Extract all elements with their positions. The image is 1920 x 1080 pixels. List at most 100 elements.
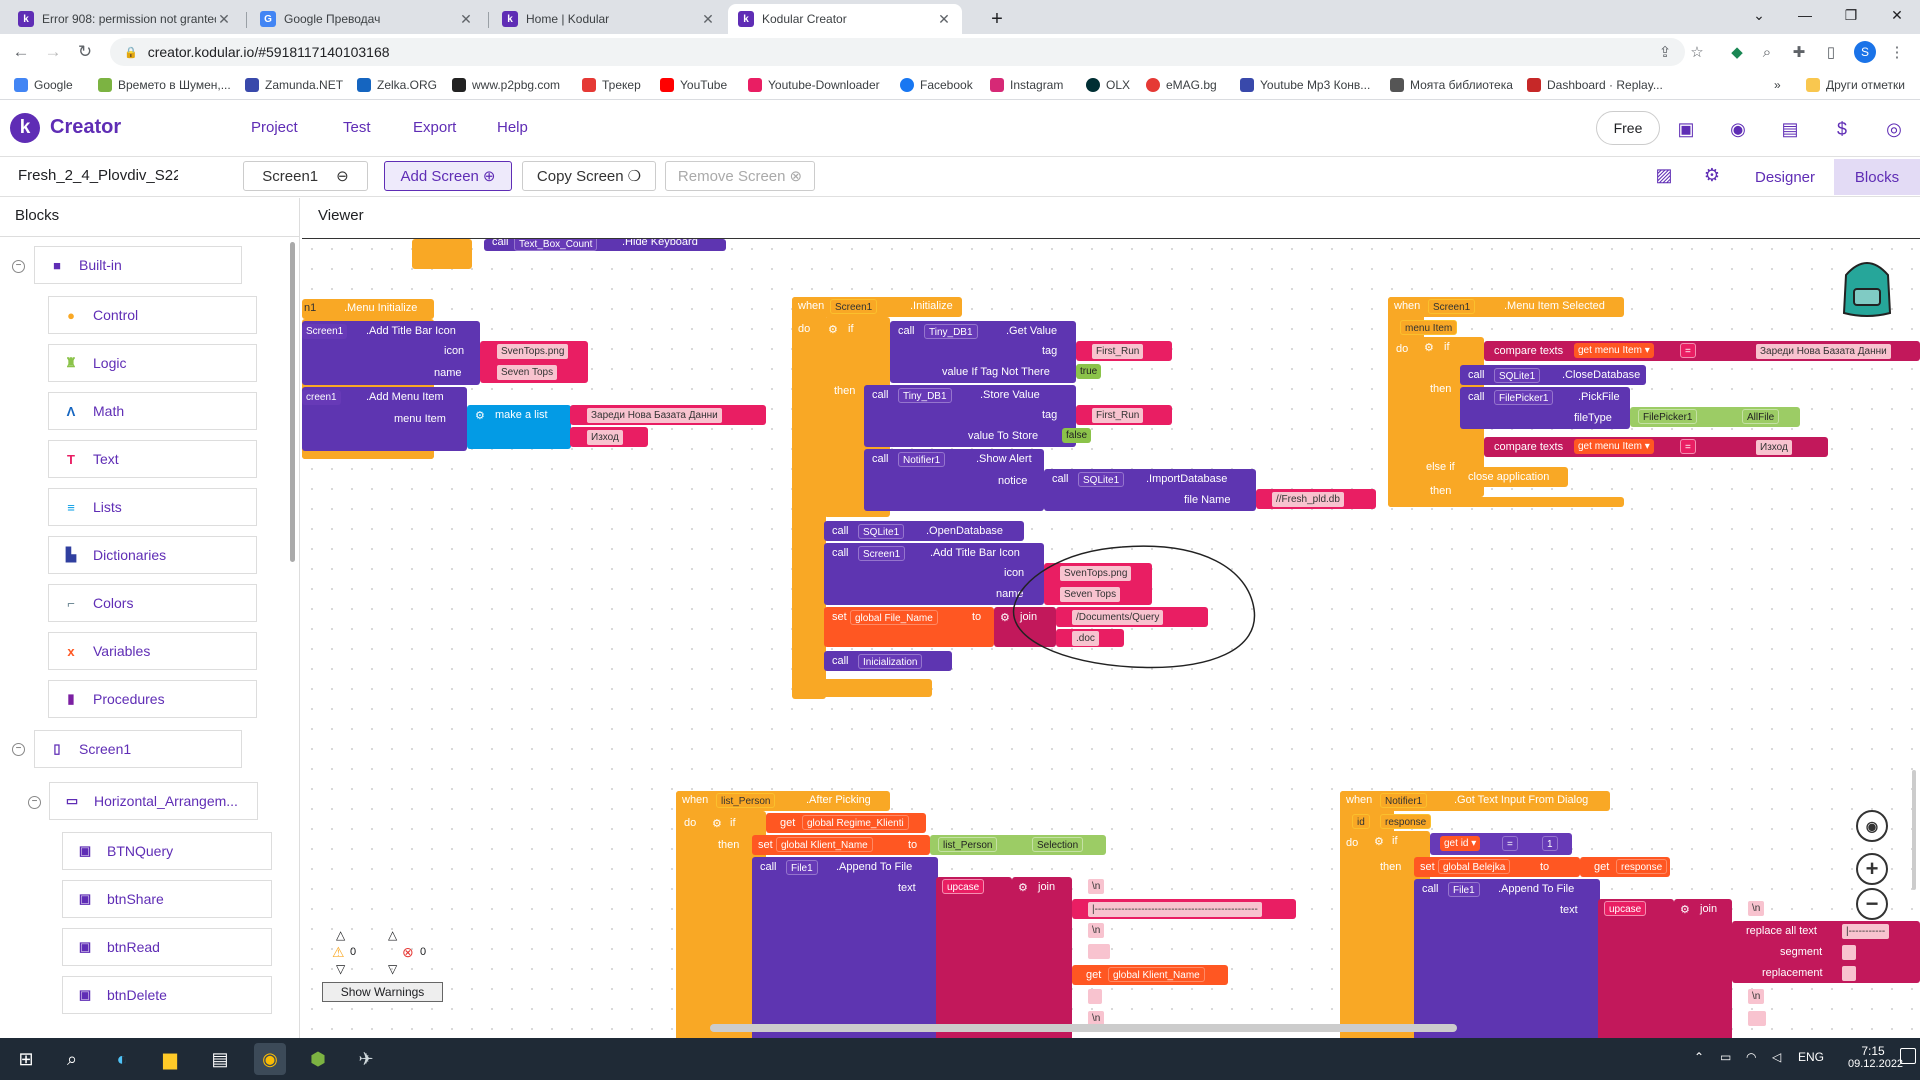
zoom-out-icon[interactable]: − [1856, 888, 1888, 920]
show-alert-block[interactable]: call Notifier1 .Show Alert notice [864, 449, 1044, 511]
true-block[interactable]: true [1076, 364, 1102, 379]
text-value[interactable]: .doc [1072, 631, 1099, 646]
bookmark-item[interactable]: YouTube [660, 76, 727, 94]
event-block[interactable]: n1 .Menu Initialize [302, 299, 434, 319]
open-db-block[interactable]: call SQLite1 .OpenDatabase [824, 521, 1024, 541]
designer-button[interactable]: Designer [1754, 168, 1816, 186]
book-icon[interactable]: ▤ [1781, 118, 1799, 139]
magnifier-icon[interactable]: ⌕ [1762, 43, 1772, 61]
menu-test[interactable]: Test [343, 119, 371, 136]
file-explorer-icon[interactable]: ▆ [163, 1048, 177, 1069]
forward-icon[interactable]: → [44, 42, 62, 61]
share-icon[interactable]: ⇪ [1658, 44, 1672, 61]
remove-screen-button[interactable]: Remove Screen⊗ [665, 161, 815, 191]
text-value[interactable]: |---------------------------------------… [1088, 902, 1262, 917]
bookmark-item[interactable]: Google [14, 76, 73, 94]
text-value[interactable]: \n [1748, 989, 1765, 1004]
get-variable-block[interactable]: get response [1580, 857, 1670, 877]
free-plan-button[interactable]: Free [1596, 111, 1660, 145]
join-block[interactable]: ⚙ join [1012, 877, 1072, 1038]
show-warnings-button[interactable]: Show Warnings [322, 982, 443, 1002]
kodular-app-icon[interactable]: ⬢ [310, 1048, 326, 1069]
tree-lists[interactable]: ≡Lists [48, 488, 257, 526]
kebab-menu-icon[interactable]: ⋮ [1889, 44, 1905, 61]
close-icon[interactable]: ✕ [218, 10, 230, 27]
close-icon[interactable]: ✕ [460, 10, 472, 27]
edge-icon[interactable]: ◐ [116, 1048, 128, 1069]
event-block[interactable]: when Screen1 .Initialize [792, 297, 962, 317]
text-value[interactable]: Seven Tops [497, 365, 558, 380]
text-value[interactable]: \n [1748, 901, 1765, 916]
new-tab-button[interactable]: + [991, 7, 1003, 30]
join-block[interactable]: ⚙ join [994, 607, 1056, 647]
text-value[interactable]: |----------- [1842, 924, 1890, 939]
text-value[interactable]: Изход [587, 430, 623, 445]
bookmark-item[interactable]: Youtube-Downloader [748, 76, 880, 94]
event-block[interactable]: when Notifier1 .Got Text Input From Dial… [1340, 791, 1610, 811]
tree-procedures[interactable]: ▮Procedures [48, 680, 257, 718]
import-db-block[interactable]: call SQLite1 .ImportDatabase file Name [1044, 469, 1256, 511]
bookmark-item[interactable]: Времето в Шумен,... [98, 76, 231, 94]
bookmark-item[interactable]: www.p2pbg.com [452, 76, 560, 94]
profile-avatar[interactable]: S [1854, 41, 1876, 63]
bookmark-item[interactable]: Dashboard · Replay... [1527, 76, 1663, 94]
chevron-down-icon[interactable]: ▽ [336, 962, 346, 976]
backpack-icon[interactable] [1832, 251, 1902, 321]
compare-block[interactable]: get id ▾ = 1 [1430, 833, 1572, 855]
text-value[interactable] [1842, 966, 1856, 981]
text-value[interactable]: //Fresh_pld.db [1272, 492, 1344, 507]
close-icon[interactable]: ✕ [702, 10, 714, 27]
palette-icon[interactable]: ◉ [1730, 118, 1746, 139]
get-variable-block[interactable]: get global Regime_Klienti [766, 813, 926, 833]
text-value[interactable]: Зареди Нова Базата Данни [587, 408, 722, 423]
recenter-icon[interactable]: ◉ [1856, 810, 1888, 842]
get-value-block[interactable]: call Tiny_DB1 .Get Value tag value If Ta… [890, 321, 1076, 383]
set-variable-block[interactable]: set global Klient_Name to [752, 835, 930, 855]
zoom-in-icon[interactable]: + [1856, 853, 1888, 885]
add-title-icon-block[interactable]: call Screen1 .Add Title Bar Icon icon na… [824, 543, 1044, 605]
event-param[interactable]: response [1380, 814, 1432, 829]
scrollbar[interactable] [1912, 770, 1916, 890]
bookmark-item[interactable]: Instagram [990, 76, 1063, 94]
clock[interactable]: 7:15 09.12.2022 [1848, 1044, 1903, 1070]
text-value[interactable]: \n [1088, 1011, 1105, 1026]
collapse-toggle[interactable]: − [12, 743, 25, 756]
text-value[interactable]: SvenTops.png [497, 344, 569, 359]
blocks-button[interactable]: Blocks [1834, 159, 1920, 195]
text-value[interactable]: \n [1088, 923, 1105, 938]
call-block[interactable]: call Text_Box_Count .Hide Keyboard [484, 239, 726, 251]
bookmarks-overflow[interactable]: » [1774, 78, 1781, 92]
browser-tab-2[interactable]: G Google Преводач ✕ [250, 4, 484, 34]
screen-select[interactable]: Screen1⊖ [243, 161, 368, 191]
browser-tab-4[interactable]: k Kodular Creator ✕ [728, 4, 962, 34]
tree-component[interactable]: ▣btnDelete [62, 976, 272, 1014]
text-value[interactable] [1088, 944, 1110, 959]
side-panel-icon[interactable]: ▯ [1826, 44, 1836, 61]
text-value[interactable]: \n [1088, 879, 1105, 894]
control-block[interactable] [412, 239, 472, 269]
menu-project[interactable]: Project [251, 119, 298, 136]
chevron-down-icon[interactable]: ▽ [388, 962, 398, 976]
tree-screen1[interactable]: ▯Screen1 [34, 730, 242, 768]
call-procedure-block[interactable]: call Inicialization [824, 651, 952, 671]
chevron-down-icon[interactable]: ⌄ [1753, 6, 1765, 23]
menu-export[interactable]: Export [413, 119, 457, 136]
text-value[interactable]: Seven Tops [1060, 587, 1121, 602]
make-list-block[interactable]: ⚙ make a list [467, 405, 571, 449]
dollar-icon[interactable]: $ [1836, 118, 1847, 139]
copy-screen-button[interactable]: Copy Screen❍ [522, 161, 656, 191]
other-bookmarks[interactable]: Други отметки [1806, 76, 1905, 94]
filetype-block[interactable]: FilePicker1 AllFile [1630, 407, 1800, 427]
bookmark-item[interactable]: eMAG.bg [1146, 76, 1217, 94]
menu-help[interactable]: Help [497, 119, 528, 136]
call-block[interactable]: creen1 .Add Menu Item menu Item [302, 387, 467, 451]
upcase-block[interactable]: upcase [936, 877, 1012, 1038]
upcase-block[interactable]: upcase [1598, 899, 1674, 1038]
false-block[interactable]: false [1062, 428, 1092, 443]
minimize-icon[interactable]: — [1798, 7, 1812, 23]
event-block[interactable]: when list_Person .After Picking [676, 791, 890, 811]
join-block[interactable]: ⚙ join [1674, 899, 1732, 1038]
bookmark-item[interactable]: Youtube Mp3 Конв... [1240, 76, 1370, 94]
text-value[interactable] [1748, 1011, 1766, 1026]
